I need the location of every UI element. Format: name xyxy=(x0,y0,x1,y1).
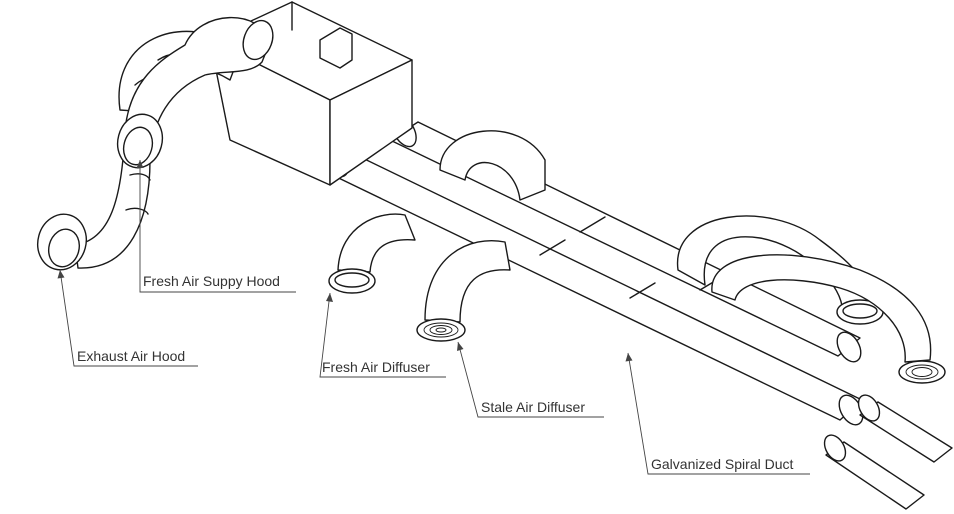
flex-duct-fresh-diffuser xyxy=(337,213,416,273)
callout-galvanized-spiral-duct: Galvanized Spiral Duct xyxy=(625,352,810,475)
fresh-air-supply-hood xyxy=(116,113,164,169)
duct-segment-upper-right xyxy=(857,394,953,463)
label-stale-air-diffuser: Stale Air Diffuser xyxy=(481,399,585,415)
callout-exhaust-air-hood: Exhaust Air Hood xyxy=(57,269,198,367)
callout-fresh-air-supply-hood: Fresh Air Suppy Hood xyxy=(136,160,296,293)
flex-duct-right-lower xyxy=(711,254,932,363)
label-fresh-air-diffuser: Fresh Air Diffuser xyxy=(322,359,430,375)
callout-stale-air-diffuser: Stale Air Diffuser xyxy=(457,341,604,418)
right-fresh-diffuser xyxy=(836,299,884,325)
label-galvanized-spiral-duct: Galvanized Spiral Duct xyxy=(651,456,794,472)
flex-duct-stale-diffuser xyxy=(424,240,511,323)
flex-duct-upper-loop xyxy=(439,130,546,201)
callout-fresh-air-diffuser: Fresh Air Diffuser xyxy=(319,292,446,378)
label-exhaust-air-hood: Exhaust Air Hood xyxy=(77,348,185,364)
galvanized-spiral-duct-lower xyxy=(321,144,864,426)
stale-air-diffuser xyxy=(416,318,466,342)
exhaust-air-hood xyxy=(37,213,87,271)
duct-segment-lower-right xyxy=(823,434,925,510)
label-fresh-air-supply-hood: Fresh Air Suppy Hood xyxy=(143,273,280,289)
right-stale-diffuser xyxy=(898,360,946,384)
fresh-air-diffuser xyxy=(328,268,376,294)
